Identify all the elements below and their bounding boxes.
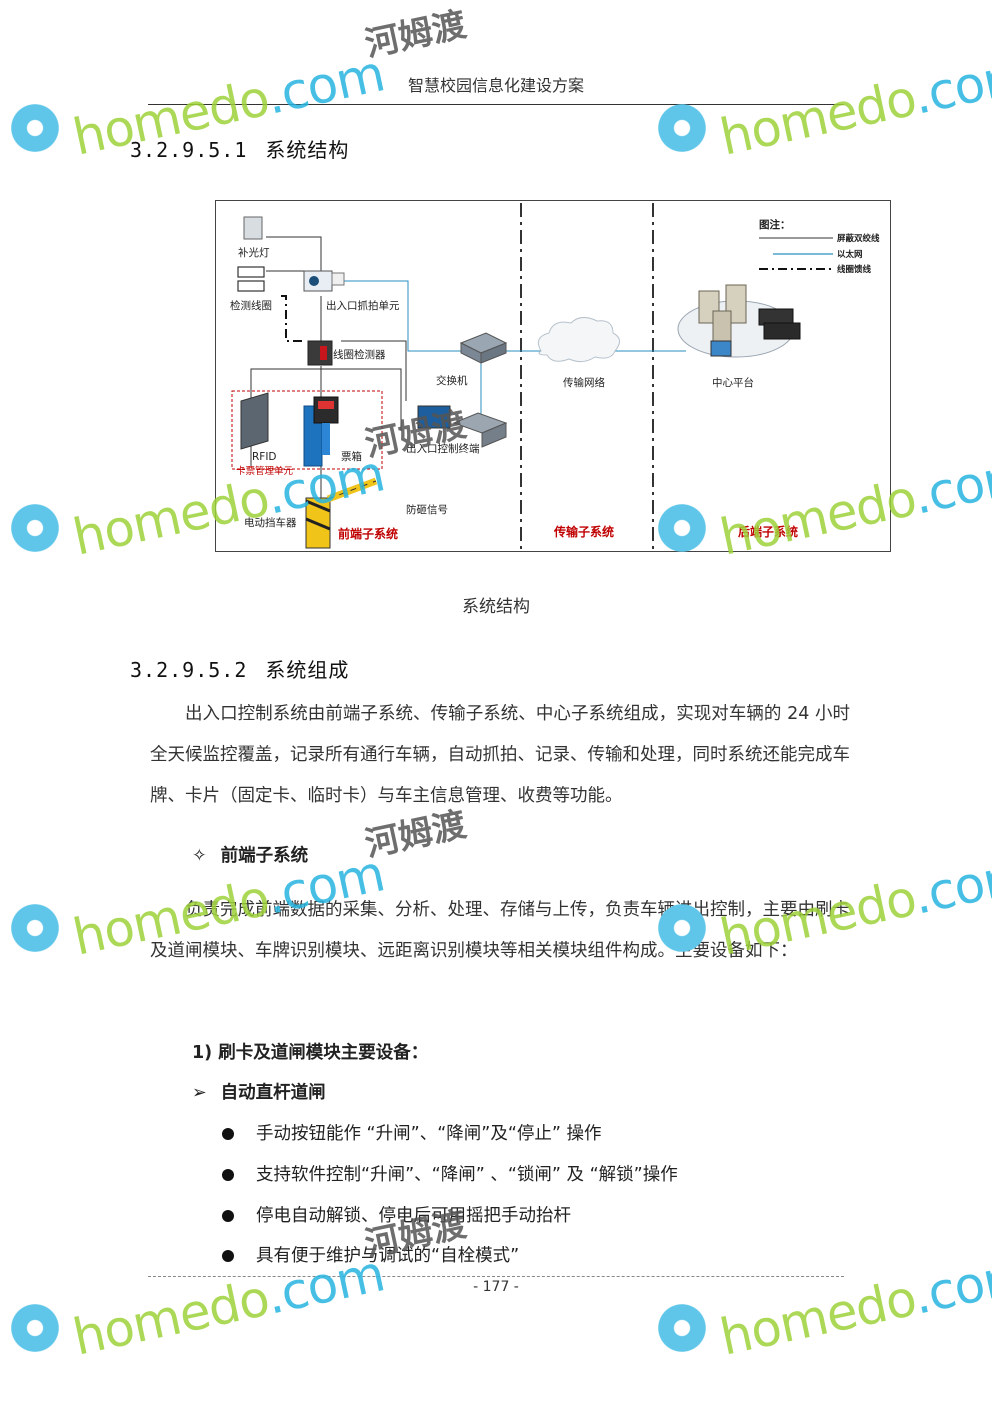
section-number: 3.2.9.5.2 (130, 658, 248, 682)
cloud-network-icon (537, 317, 620, 363)
flower-logo-icon (652, 98, 712, 158)
label-switch: 交换机 (436, 375, 468, 387)
subsystem-back-label: 后端子系统 (738, 525, 799, 539)
control-terminal-icon (417, 405, 451, 429)
label-anti-smash: 防砸信号 (406, 504, 448, 516)
fill-light-icon (243, 216, 263, 240)
label-detect-coil: 检测线圈 (230, 300, 272, 312)
flower-logo-icon (652, 1298, 712, 1358)
watermark-homedo: homedo.com (715, 1244, 992, 1367)
section-title: 系统组成 (265, 658, 350, 682)
subsection-title: 前端子系统 (220, 846, 309, 866)
bullet-text: 支持软件控制“升闸”、“降闸” 、“锁闸” 及 “解锁”操作 (256, 1165, 678, 1185)
arrow-marker-icon: ➢ (192, 1083, 207, 1103)
label-fill-light: 补光灯 (238, 247, 270, 259)
bullet-dot-icon (222, 1250, 234, 1262)
figure-caption: 系统结构 (462, 597, 530, 617)
label-rfid: RFID (252, 451, 277, 463)
bullet-dot-icon (222, 1169, 234, 1181)
label-barrier: 电动挡车器 (244, 517, 297, 529)
label-control-terminal: 出入口控制终端 (406, 443, 480, 455)
subsection-front: ✧ 前端子系统 (192, 842, 308, 867)
watermark-homedo: homedo.com (715, 44, 992, 167)
watermark-cn: 河姆渡 (361, 4, 470, 65)
bullet-text: 手动按钮能作 “升闸”、“降闸”及“停止” 操作 (256, 1124, 602, 1144)
flower-logo-icon (5, 898, 65, 958)
legend-coil-feeder: 线圈馈线 (837, 265, 872, 275)
diamond-marker-icon: ✧ (192, 846, 207, 866)
section-heading-composition: 3.2.9.5.2 系统组成 (130, 654, 349, 683)
flower-logo-icon (5, 98, 65, 158)
page-header-title: 智慧校园信息化建设方案 (407, 76, 584, 95)
bullet-text: 停电自动解锁、停电后可用摇把手动抬杆 (256, 1206, 571, 1226)
paragraph-front: 负责完成前端数据的采集、分析、处理、存储与上传，负责车辆进出控制，主要由刷卡及道… (150, 900, 850, 961)
label-coil-detector: 线圈检测器 (333, 349, 386, 361)
footer-rule (148, 1276, 844, 1277)
label-network: 传输网络 (563, 377, 605, 389)
system-structure-diagram: 补光灯 检测线圈 出入口抓拍单元 线圈检测器 交换机 传输网络 中心平台 RFI… (215, 200, 891, 552)
bullet-item: 停电自动解锁、停电后可用摇把手动抬杆 (222, 1202, 571, 1227)
legend-ethernet: 以太网 (837, 250, 863, 260)
flower-logo-icon (5, 1298, 65, 1358)
arrow-item: ➢ 自动直杆道闸 (192, 1079, 326, 1104)
section-number: 3.2.9.5.1 (130, 138, 248, 162)
rfid-reader-icon (240, 392, 269, 450)
legend-shielded: 屏蔽双绞线 (837, 234, 880, 244)
section-title: 系统结构 (265, 138, 350, 162)
list-title: 1) 刷卡及道闸模块主要设备： (192, 1043, 429, 1063)
bullet-item: 具有便于维护与调试的“自栓模式” (222, 1242, 519, 1267)
label-center-platform: 中心平台 (712, 377, 754, 389)
bullet-text: 具有便于维护与调试的“自栓模式” (256, 1246, 520, 1266)
paragraph-composition: 出入口控制系统由前端子系统、传输子系统、中心子系统组成，实现对车辆的 24 小时… (150, 704, 850, 806)
header-rule (148, 104, 844, 105)
bullet-dot-icon (222, 1128, 234, 1140)
page-number: - 177 - (473, 1279, 519, 1295)
flower-logo-icon (5, 498, 65, 558)
subsystem-transport-label: 传输子系统 (554, 525, 615, 539)
label-ticket-box: 票箱 (341, 451, 362, 463)
subsystem-front-label: 前端子系统 (338, 527, 399, 541)
bullet-dot-icon (222, 1210, 234, 1222)
diagram-lines (231, 203, 833, 549)
bullet-item: 支持软件控制“升闸”、“降闸” 、“锁闸” 及 “解锁”操作 (222, 1161, 678, 1186)
arrow-item-text: 自动直杆道闸 (220, 1083, 326, 1103)
label-card-unit: 卡票管理单元 (236, 466, 294, 477)
detect-coil-icon (237, 266, 265, 292)
bullet-item: 手动按钮能作 “升闸”、“降闸”及“停止” 操作 (222, 1120, 602, 1145)
legend-title: 图注： (759, 219, 791, 231)
label-capture-unit: 出入口抓拍单元 (326, 300, 400, 312)
section-heading-structure: 3.2.9.5.1 系统结构 (130, 134, 349, 163)
